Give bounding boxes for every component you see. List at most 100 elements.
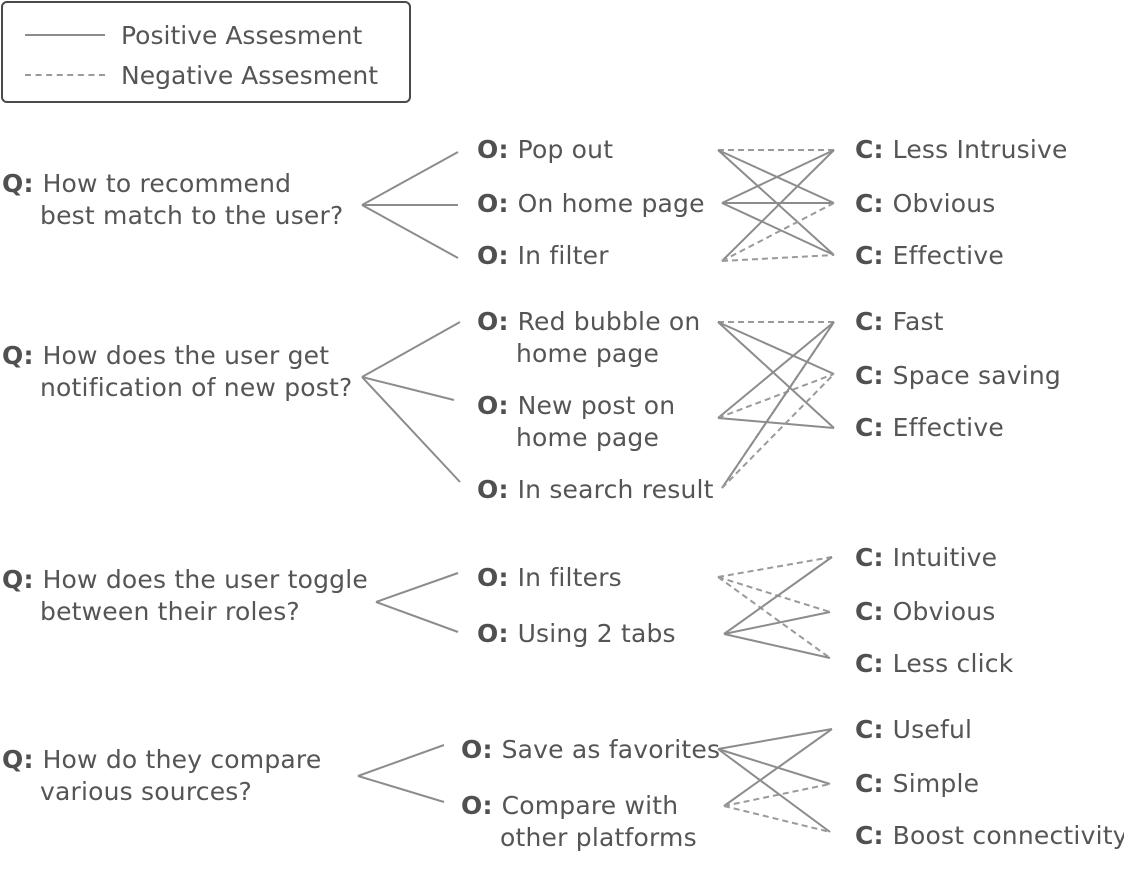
positive-assessment-line [723, 728, 833, 807]
branch-line [361, 151, 459, 206]
criterion-1-3-prefix: C: [855, 241, 893, 270]
option-1-1-prefix: O: [477, 135, 518, 164]
criterion-4-2: C: Simple [855, 768, 979, 800]
positive-assessment-line [717, 748, 831, 833]
criterion-3-2: C: Obvious [855, 596, 996, 628]
option-2-2-text: New post on [517, 391, 676, 420]
criterion-1-3: C: Effective [855, 240, 1004, 272]
positive-assessment-line [723, 611, 831, 635]
option-4-1-text: Save as favorites [501, 735, 721, 764]
question-1-text: How to recommend [42, 169, 292, 198]
positive-assessment-line [721, 321, 835, 489]
option-4-1-prefix: O: [461, 735, 502, 764]
option-3-1: O: In filters [477, 562, 622, 594]
option-3-2-prefix: O: [477, 619, 518, 648]
positive-assessment-line [717, 321, 835, 419]
criterion-3-1-prefix: C: [855, 543, 893, 572]
option-2-2: O: New post on home page [477, 390, 675, 454]
option-3-2: O: Using 2 tabs [477, 618, 676, 650]
criterion-2-1: C: Fast [855, 306, 944, 338]
solid-line-icon [25, 34, 105, 36]
branch-line [375, 572, 459, 603]
negative-assessment-line [717, 576, 831, 613]
branch-line [357, 775, 445, 803]
positive-assessment-line [721, 149, 835, 262]
question-1-text: best match to the user? [40, 201, 344, 230]
branch-line [375, 601, 459, 633]
branch-line [361, 321, 461, 378]
criterion-4-3-prefix: C: [855, 821, 893, 850]
legend-negative: Negative Assesment [25, 59, 378, 91]
criterion-3-2-prefix: C: [855, 597, 893, 626]
criterion-4-2-prefix: C: [855, 769, 893, 798]
branch-line [357, 744, 445, 777]
option-1-2: O: On home page [477, 188, 705, 220]
criterion-2-1-text: Fast [892, 307, 944, 336]
criterion-4-2-text: Simple [892, 769, 980, 798]
option-2-2-text: home page [516, 423, 660, 452]
option-2-3-text: In search result [517, 475, 714, 504]
option-1-3-text: In filter [517, 241, 609, 270]
option-1-2-text: On home page [517, 189, 705, 218]
question-2-prefix: Q: [2, 341, 43, 370]
legend-negative-label: Negative Assesment [121, 60, 379, 90]
criterion-3-3-prefix: C: [855, 649, 893, 678]
criterion-2-2-prefix: C: [855, 361, 893, 390]
criterion-1-3-text: Effective [892, 241, 1004, 270]
question-4-prefix: Q: [2, 745, 43, 774]
option-3-2-text: Using 2 tabs [517, 619, 676, 648]
option-1-3-prefix: O: [477, 241, 518, 270]
criterion-1-1: C: Less Intrusive [855, 134, 1068, 166]
option-2-2-prefix: O: [477, 391, 518, 420]
positive-assessment-line [723, 633, 831, 659]
question-3-text: between their roles? [40, 597, 300, 626]
criterion-3-3: C: Less click [855, 648, 1013, 680]
option-2-3-prefix: O: [477, 475, 518, 504]
criterion-1-2: C: Obvious [855, 188, 996, 220]
question-3-text: How does the user toggle [42, 565, 368, 594]
criterion-3-1: C: Intuitive [855, 542, 997, 574]
positive-assessment-line [717, 748, 831, 785]
question-3: Q: How does the user toggle between their… [2, 564, 368, 628]
criterion-2-1-prefix: C: [855, 307, 893, 336]
positive-assessment-line [721, 149, 835, 204]
option-4-1: O: Save as favorites [461, 734, 720, 766]
positive-assessment-line [717, 417, 835, 429]
dashed-line-icon [25, 74, 105, 76]
option-4-2-prefix: O: [461, 791, 502, 820]
criterion-4-1-text: Useful [892, 715, 973, 744]
positive-assessment-line [717, 321, 835, 375]
question-3-prefix: Q: [2, 565, 43, 594]
criterion-4-1-prefix: C: [855, 715, 893, 744]
criterion-4-1: C: Useful [855, 714, 972, 746]
question-4-text: various sources? [40, 777, 252, 806]
option-3-1-prefix: O: [477, 563, 518, 592]
legend: Positive Assesment Negative Assesment [1, 1, 411, 103]
negative-assessment-line [723, 805, 831, 833]
criterion-2-3-prefix: C: [855, 413, 893, 442]
legend-positive-label: Positive Assesment [121, 20, 363, 50]
option-2-1-text: home page [516, 339, 660, 368]
option-1-1-text: Pop out [517, 135, 614, 164]
negative-assessment-line [717, 373, 835, 419]
criterion-2-2: C: Space saving [855, 360, 1061, 392]
positive-assessment-line [717, 321, 835, 429]
criterion-3-3-text: Less click [892, 649, 1014, 678]
criterion-4-3-text: Boost connectivity [892, 821, 1124, 850]
question-4-text: How do they compare [42, 745, 322, 774]
negative-assessment-line [721, 254, 835, 262]
branch-line [361, 376, 455, 401]
branch-line [361, 376, 461, 483]
branch-line [361, 204, 459, 259]
option-2-1-prefix: O: [477, 307, 518, 336]
positive-assessment-line [723, 556, 833, 635]
criterion-2-2-text: Space saving [892, 361, 1061, 390]
criterion-3-1-text: Intuitive [892, 543, 998, 572]
criterion-1-1-prefix: C: [855, 135, 893, 164]
negative-assessment-line [717, 556, 833, 578]
